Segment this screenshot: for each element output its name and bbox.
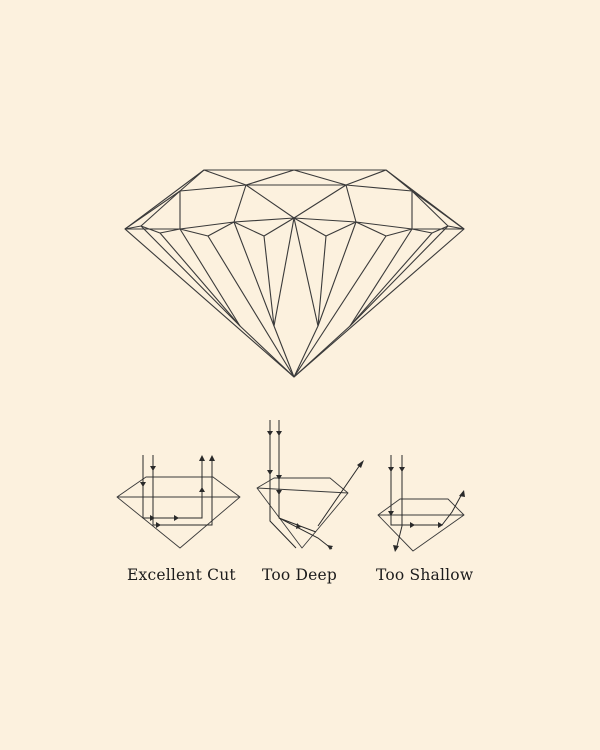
- excellent-cut-diagram: [116, 455, 241, 549]
- arrow-icon: [459, 490, 465, 497]
- pavilion-left-half: [159, 232, 241, 327]
- deep-ray-out: [317, 461, 363, 527]
- pavilion-left-c: [207, 235, 295, 378]
- arrow-icon: [357, 460, 364, 468]
- pavilion-left-e: [263, 235, 275, 327]
- shallow-ray-out: [441, 491, 464, 526]
- large-diamond-outline: [124, 169, 465, 378]
- pavilion-center-left: [273, 217, 295, 327]
- arrow-icon: [276, 431, 282, 436]
- pavilion-center-right: [293, 217, 319, 327]
- caption-too-deep: Too Deep: [262, 566, 338, 584]
- large-diamond: [124, 169, 465, 378]
- pavilion-right-half: [349, 232, 433, 327]
- too-shallow-diagram: [377, 455, 465, 552]
- caption-excellent-cut: Excellent Cut: [127, 566, 236, 584]
- arrow-icon: [199, 455, 205, 461]
- arrow-icon: [267, 431, 273, 436]
- ray-path-3: [152, 456, 213, 526]
- arrow-icon: [199, 487, 205, 492]
- pavilion-left-d: [233, 221, 295, 378]
- too-deep-girdle: [256, 487, 349, 494]
- ray-out-1: [195, 456, 203, 519]
- ray-in-2: [142, 455, 195, 519]
- crown-kite-left: [179, 184, 247, 223]
- pavilion-right-c: [293, 235, 387, 378]
- arrow-icon: [327, 545, 333, 550]
- arrow-icon: [156, 522, 161, 528]
- arrow-icon: [410, 522, 415, 528]
- crown-left-small: [140, 190, 181, 227]
- arrow-icon: [388, 467, 394, 472]
- caption-too-shallow: Too Shallow: [376, 566, 474, 584]
- star-facets-top: [203, 169, 387, 186]
- arrow-icon: [267, 470, 273, 475]
- excellent-cut-outline: [116, 476, 241, 549]
- arrow-icon: [150, 466, 156, 471]
- crown-center-kite: [245, 184, 347, 219]
- too-deep-diagram: [256, 420, 364, 550]
- arrow-icon: [393, 545, 399, 552]
- pavilion-left-b: [179, 228, 241, 327]
- arrow-icon: [140, 482, 146, 487]
- shallow-ray-1: [390, 455, 442, 526]
- arrow-icon: [388, 511, 394, 516]
- crown-kite-right: [345, 184, 413, 223]
- arrow-icon: [399, 467, 405, 472]
- too-deep-outline: [256, 477, 349, 549]
- too-shallow-outline: [377, 498, 465, 552]
- arrow-icon: [438, 522, 443, 528]
- crown-right-small: [411, 190, 449, 227]
- arrow-icon: [209, 455, 215, 461]
- deep-ray-2: [278, 420, 333, 550]
- arrow-icon: [276, 475, 282, 480]
- deep-ray-1: [269, 420, 297, 549]
- pavilion-right-b: [349, 228, 413, 327]
- arrow-icon: [174, 515, 179, 521]
- pavilion-right-e: [317, 235, 327, 327]
- arrow-icon: [276, 490, 282, 495]
- shallow-ray-2: [395, 455, 403, 551]
- arrow-icon: [296, 523, 301, 529]
